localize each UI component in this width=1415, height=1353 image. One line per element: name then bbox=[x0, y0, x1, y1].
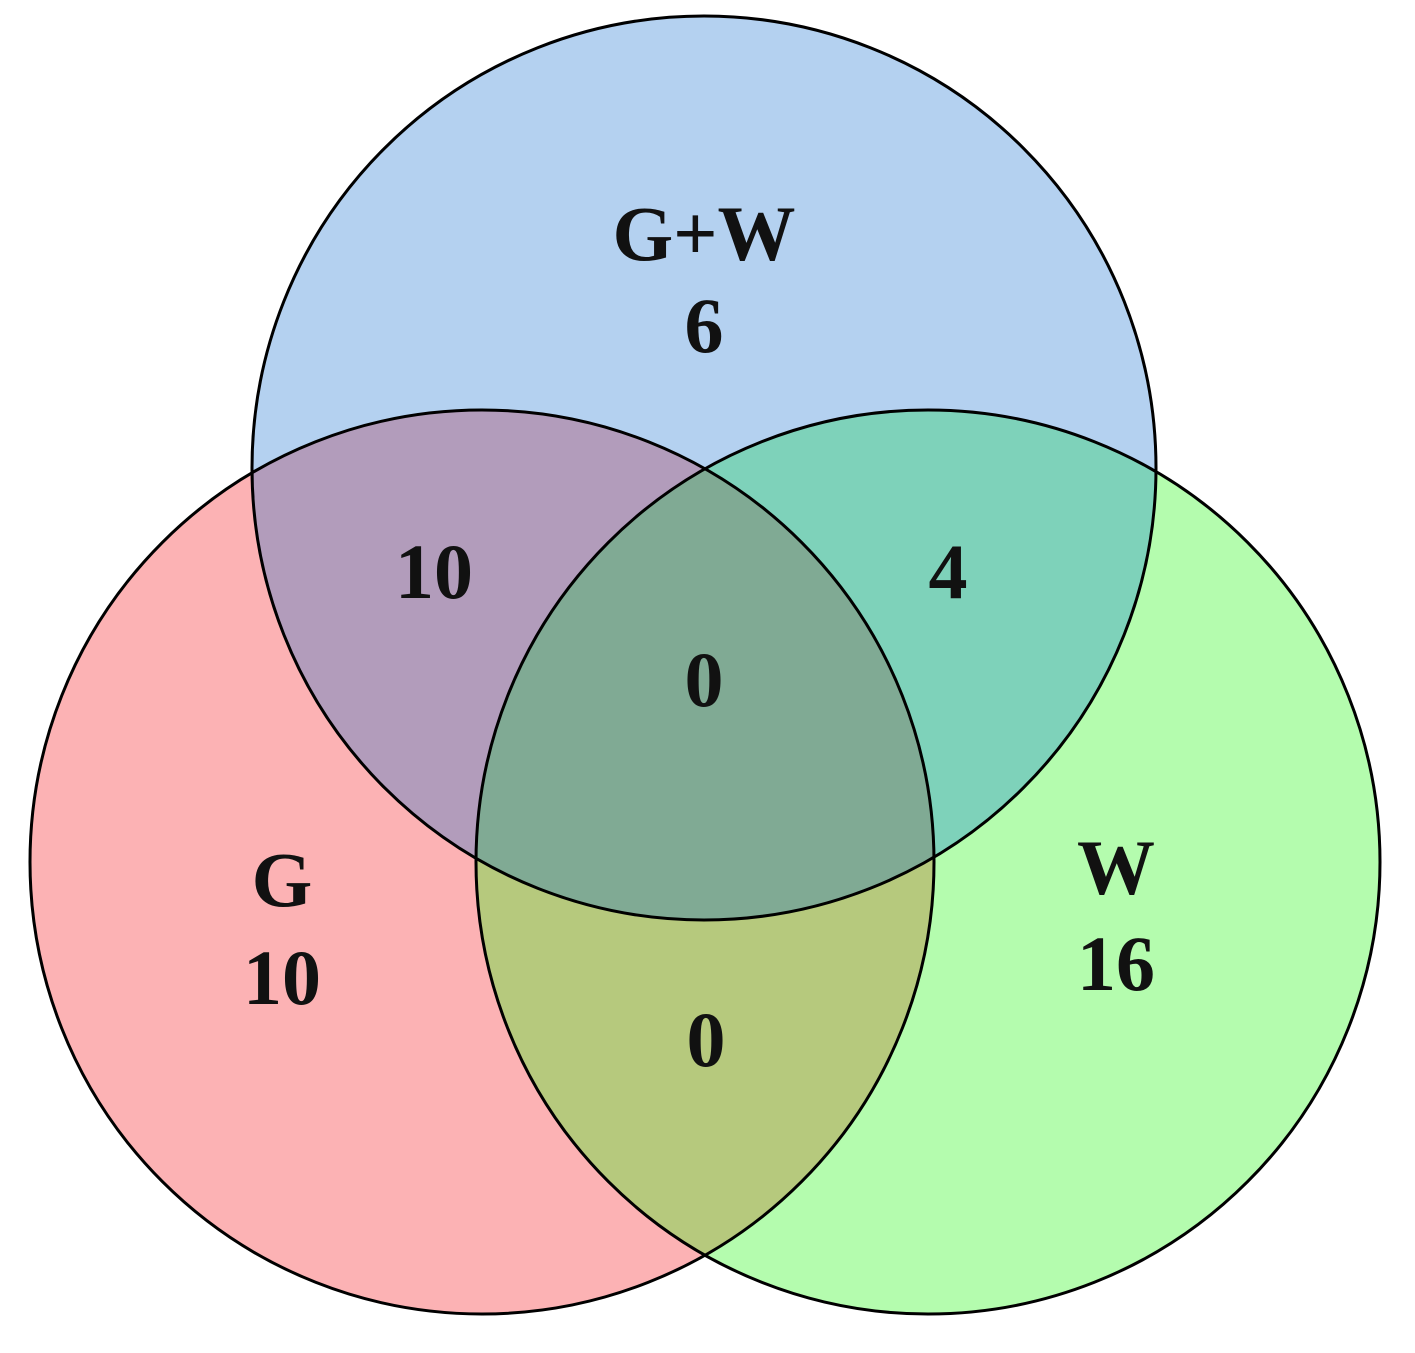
count-w-and-gw: 4 bbox=[929, 528, 968, 615]
count-g-and-w: 0 bbox=[687, 996, 726, 1083]
count-g-and-gw: 10 bbox=[395, 528, 473, 615]
count-g-only: 10 bbox=[243, 934, 321, 1021]
outline-g+w bbox=[250, 14, 1158, 922]
count-gw-only: 6 bbox=[685, 282, 724, 369]
count-w-only: 16 bbox=[1077, 920, 1155, 1007]
set-label-w: W bbox=[1077, 824, 1155, 911]
outline-g bbox=[28, 408, 936, 1316]
set-label-g: G bbox=[252, 836, 313, 923]
set-label-g+w: G+W bbox=[612, 190, 795, 277]
outline-w bbox=[474, 408, 1382, 1316]
count-all-three: 0 bbox=[685, 636, 724, 723]
